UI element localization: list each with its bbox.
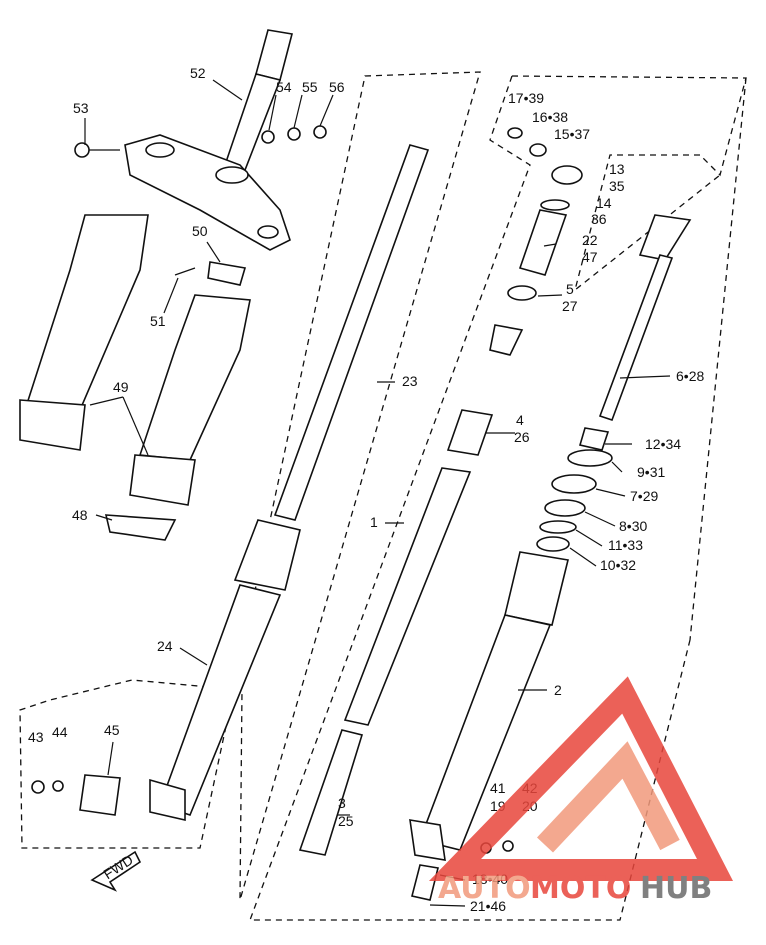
callout-25: 25	[338, 813, 354, 829]
callout-9-31: 9•31	[637, 464, 665, 480]
watermark-auto: AUTO	[438, 871, 531, 906]
callout-10-32: 10•32	[600, 557, 636, 573]
callout-4: 4	[516, 412, 524, 428]
callout-23: 23	[402, 373, 418, 389]
damper-rod	[298, 467, 472, 856]
callout-50: 50	[192, 223, 208, 239]
left-fork-tube	[31, 144, 430, 822]
watermark-hub: HUB	[640, 871, 712, 906]
callout-8-30: 8•30	[619, 518, 647, 534]
watermark-moto: MOTO	[530, 871, 631, 906]
callout-48: 48	[72, 507, 88, 523]
callout-56: 56	[329, 79, 345, 95]
callout-17-39: 17•39	[508, 90, 544, 106]
callout-labels: 52 53 54 55 56 50 51 49 48 24 23 1 43 44…	[28, 65, 704, 914]
callout-53: 53	[73, 100, 89, 116]
callout-11-33: 11•33	[608, 537, 643, 553]
callout-24: 24	[157, 638, 173, 654]
callout-52: 52	[190, 65, 206, 81]
callout-55: 55	[302, 79, 318, 95]
group-boundaries	[19, 71, 747, 921]
callout-14: 14	[596, 195, 612, 211]
callout-51: 51	[150, 313, 166, 329]
callout-43: 43	[28, 729, 44, 745]
callout-27: 27	[562, 298, 578, 314]
fwd-direction-marker: FWD	[90, 850, 142, 892]
callout-44: 44	[52, 724, 68, 740]
callout-41: 41	[490, 780, 506, 796]
steering-stem-assembly	[74, 29, 327, 251]
callout-15-37: 15•37	[554, 126, 590, 142]
callout-5: 5	[566, 281, 574, 297]
callout-54: 54	[276, 79, 292, 95]
callout-45: 45	[104, 722, 120, 738]
callout-2: 2	[554, 682, 562, 698]
callout-36: 36	[591, 211, 607, 227]
callout-26: 26	[514, 429, 530, 445]
callout-12-34: 12•34	[645, 436, 681, 452]
callout-7-29: 7•29	[630, 488, 658, 504]
callout-35: 35	[609, 178, 625, 194]
callout-13: 13	[609, 161, 625, 177]
callout-16-38: 16•38	[532, 109, 568, 125]
callout-21-46: 21•46	[470, 898, 506, 914]
callout-47: 47	[582, 249, 598, 265]
callout-6-28: 6•28	[676, 368, 704, 384]
callout-22: 22	[582, 232, 598, 248]
watermark: AUTO MOTO HUB	[428, 676, 734, 906]
callout-1: 1	[370, 514, 378, 530]
callout-3: 3	[338, 795, 346, 811]
right-fork-internals	[446, 127, 692, 552]
fork-boots	[19, 214, 251, 541]
callout-49: 49	[113, 379, 129, 395]
